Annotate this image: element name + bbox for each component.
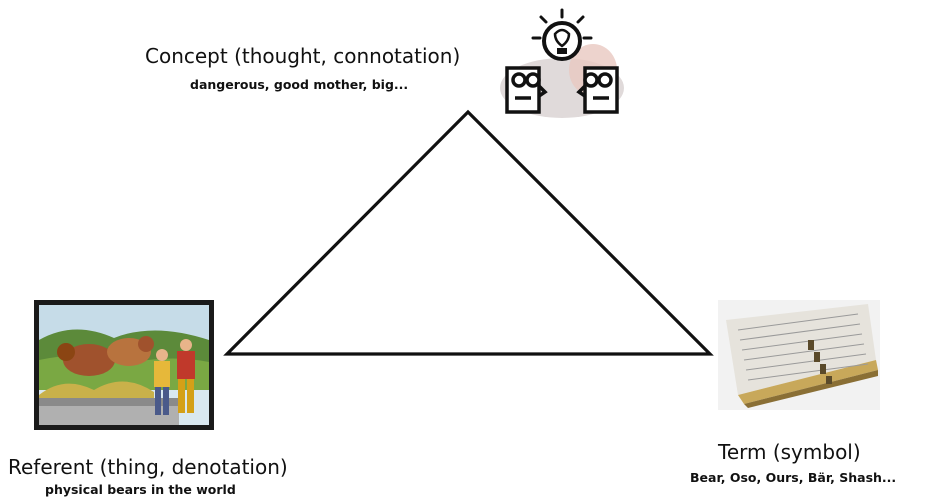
concept-title: Concept (thought, connotation) (145, 44, 460, 68)
triangle-shape (227, 112, 710, 354)
referent-title: Referent (thing, denotation) (8, 455, 288, 479)
concept-subtitle: dangerous, good mother, big... (190, 77, 408, 92)
dictionary-book-icon (718, 300, 880, 410)
term-subtitle: Bear, Oso, Ours, Bär, Shash... (690, 470, 896, 485)
bear-watchers-illustration (34, 300, 214, 430)
thinking-people-lightbulb-icon (495, 8, 630, 118)
term-title: Term (symbol) (718, 440, 861, 464)
referent-subtitle: physical bears in the world (45, 482, 236, 497)
